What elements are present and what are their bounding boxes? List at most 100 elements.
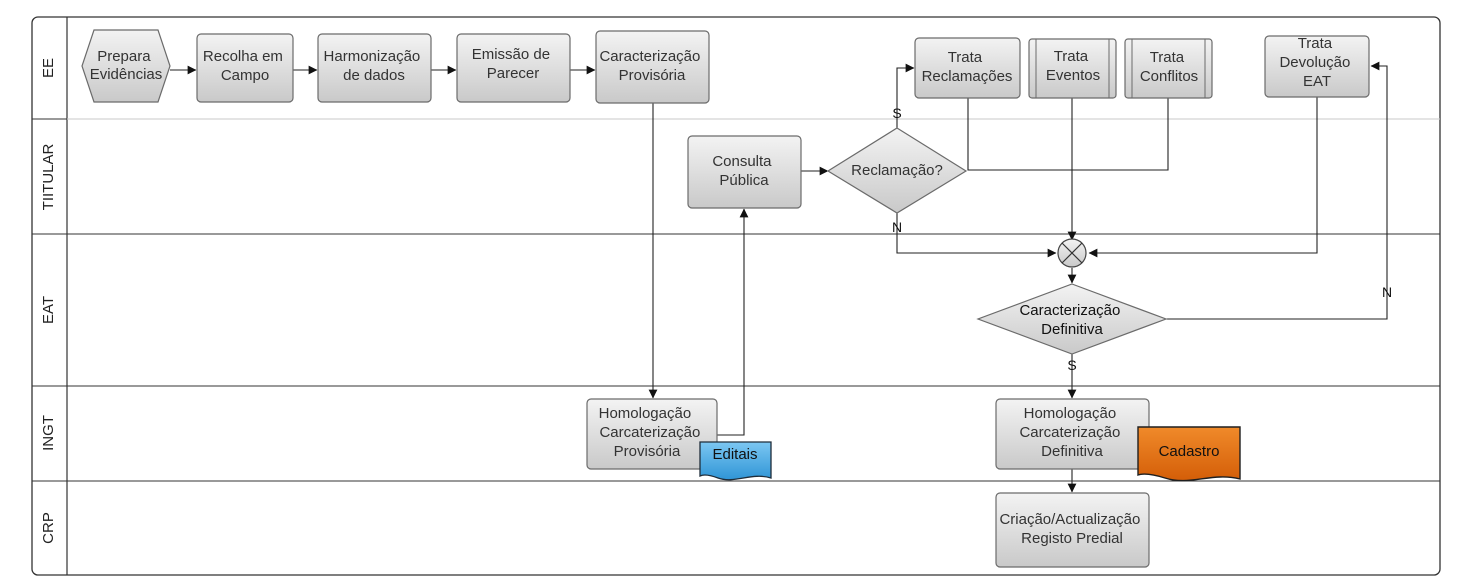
document-label: Cadastro [1159, 443, 1220, 460]
node-criacao-registo-predial[interactable]: Criação/Actualização Registo Predial [995, 492, 1150, 568]
node-trata-eventos[interactable]: Trata Eventos [1028, 38, 1117, 99]
node-label-line: Trata [1298, 35, 1333, 52]
document-label: Editais [712, 446, 757, 463]
node-label-line: Homologação [599, 405, 692, 422]
edge-trata-merge [967, 98, 1169, 171]
node-label: Homologação Carcaterização Definitiva [1019, 405, 1124, 460]
label-caract-def-nao: N [1382, 284, 1392, 300]
node-harmonizacao-dados[interactable]: Harmonização de dados [317, 33, 432, 103]
node-label-line: Consulta [712, 153, 772, 170]
node-label: Emissão de Parecer [472, 46, 555, 82]
node-label-line: Registo Predial [1021, 530, 1123, 547]
node-label-line: Carcaterização [599, 424, 700, 441]
node-label: Trata Devolução EAT [1279, 35, 1354, 90]
node-label-line: Reclamações [922, 68, 1013, 85]
node-label-line: Criação/Actualização [999, 511, 1140, 528]
process-box [196, 33, 294, 103]
node-label: Consulta Pública [712, 153, 775, 189]
node-label-line: Parecer [487, 65, 540, 82]
document-shape [699, 441, 772, 481]
hexagon-shape [81, 29, 171, 103]
process-box [687, 135, 802, 209]
process-box [914, 37, 1021, 99]
process-box [317, 33, 432, 103]
node-label-line: Recolha em [203, 48, 283, 65]
node-label-line: Eventos [1046, 67, 1100, 84]
lane-label-eat: EAT [40, 296, 57, 324]
node-label-line: Devolução [1279, 54, 1350, 71]
node-label: Prepara Evidências [90, 48, 163, 83]
document-shape [1137, 426, 1241, 482]
node-label-line: Pública [719, 172, 769, 189]
node-trata-conflitos[interactable]: Trata Conflitos [1124, 38, 1213, 99]
edge-reclamacao-nao [896, 213, 1057, 258]
node-label: Caracterização Provisória [599, 48, 704, 84]
node-label: Reclamação? [851, 162, 943, 179]
node-label-line: Definitiva [1041, 321, 1103, 338]
node-label: Homologação Carcaterização Provisória [599, 405, 705, 460]
edge-homolog-prov-consulta [717, 208, 749, 436]
node-emissao-parecer[interactable]: Emissão de Parecer [456, 33, 571, 103]
process-box [456, 33, 571, 103]
node-label-line: Conflitos [1140, 68, 1198, 85]
node-label: Trata Conflitos [1140, 49, 1198, 85]
node-label-line: EAT [1303, 73, 1331, 90]
node-label-line: Emissão de [472, 46, 550, 63]
edge-caract-def-nao [1166, 61, 1388, 320]
node-label-line: Trata [948, 49, 983, 66]
node-label-line: Provisória [619, 67, 686, 84]
node-label: Criação/Actualização Registo Predial [999, 511, 1144, 547]
label-caract-def-sim: S [1067, 357, 1076, 373]
node-label-line: Trata [1054, 48, 1089, 65]
node-homologacao-definitiva[interactable]: Homologação Carcaterização Definitiva [995, 398, 1150, 470]
node-label-line: Trata [1150, 49, 1185, 66]
node-label-line: Carcaterização [1019, 424, 1120, 441]
node-reclamacao-decision[interactable]: Reclamação? [826, 127, 968, 214]
lane-label-ingt: INGT [40, 415, 57, 451]
subprocess-box [1028, 38, 1117, 99]
node-homologacao-provisoria[interactable]: Homologação Carcaterização Provisória [586, 398, 718, 470]
merge-gateway[interactable] [1057, 238, 1087, 268]
node-label-line: Caracterização [599, 48, 700, 65]
decision-diamond [826, 127, 968, 214]
node-label: Recolha em Campo [203, 48, 287, 84]
node-label-line: Reclamação? [851, 162, 943, 179]
process-box [995, 492, 1150, 568]
node-trata-reclamacoes[interactable]: Trata Reclamações [914, 37, 1021, 99]
label-reclamacao-sim: S [892, 105, 901, 121]
lane-label-ee: EE [40, 58, 57, 78]
node-consulta-publica[interactable]: Consulta Pública [687, 135, 802, 209]
node-label: Trata Reclamações [922, 49, 1013, 85]
subprocess-box [1124, 38, 1213, 99]
node-label-line: Evidências [90, 66, 163, 83]
node-label-line: Prepara [97, 48, 151, 65]
node-label-line: Homologação [1024, 405, 1117, 422]
node-label: Caracterização Definitiva [1019, 302, 1124, 338]
node-label-line: Definitiva [1041, 443, 1103, 460]
node-prepara-evidencias[interactable]: Prepara Evidências [81, 29, 171, 103]
process-box [1264, 35, 1370, 98]
lane-label-crp: CRP [40, 512, 57, 544]
document-editais[interactable]: Editais [699, 441, 772, 481]
node-label: Harmonização de dados [324, 48, 425, 84]
gateway-cross-b [1061, 242, 1083, 264]
node-label-line: Campo [221, 67, 269, 84]
node-label-line: Harmonização [324, 48, 421, 65]
node-label-line: Caracterização [1019, 302, 1120, 319]
label-reclamacao-nao: N [892, 219, 902, 235]
process-box [586, 398, 718, 470]
edge-reclamacao-sim [896, 63, 915, 128]
process-box [595, 30, 710, 104]
decision-diamond [976, 283, 1168, 355]
document-cadastro[interactable]: Cadastro [1137, 426, 1241, 482]
node-caracterizacao-definitiva-decision[interactable]: Caracterização Definitiva [976, 283, 1168, 355]
edges [170, 61, 1388, 493]
node-label: Trata Eventos [1046, 48, 1100, 84]
node-caracterizacao-provisoria[interactable]: Caracterização Provisória [595, 30, 710, 104]
node-label-line: de dados [343, 67, 405, 84]
node-trata-devolucao-eat[interactable]: Trata Devolução EAT [1264, 35, 1370, 98]
node-recolha-campo[interactable]: Recolha em Campo [196, 33, 294, 103]
lane-label-titular: TIITULAR [40, 144, 57, 211]
edge-devolucao-merge [1088, 97, 1318, 258]
